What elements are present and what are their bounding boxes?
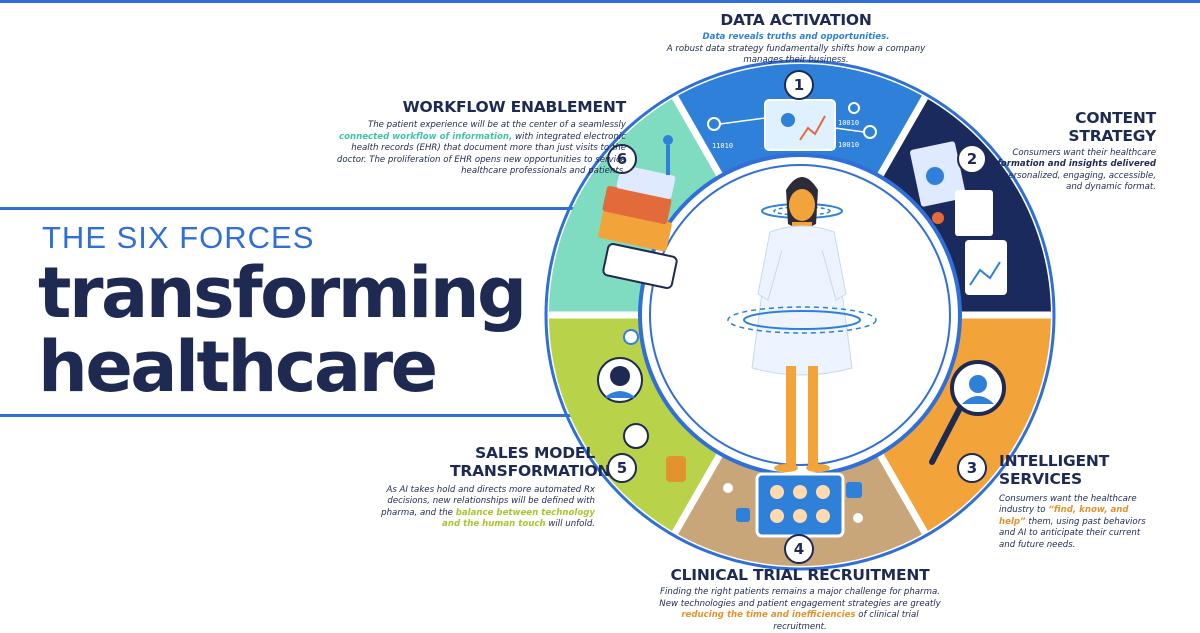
force-number-2: 2 (957, 144, 987, 174)
force-title: CONTENT STRATEGY (1068, 109, 1156, 146)
force-body: The patient experience will be at the ce… (336, 120, 626, 177)
force-intelligent-services: INTELLIGENT SERVICES Consumers want the … (999, 452, 1157, 551)
force-body: Data reveals truths and opportunities. A… (660, 32, 932, 67)
force-body: Consumers want the healthcare industry t… (999, 493, 1146, 550)
intelligent-services-illustration (929, 360, 1006, 465)
force-title: DATA ACTIVATION (720, 11, 872, 29)
force-content-strategy: CONTENT STRATEGY Consumers want their he… (984, 109, 1156, 194)
force-title: SALES MODEL TRANSFORMATION (450, 444, 611, 481)
svg-text:10010: 10010 (838, 141, 859, 149)
force-title: CLINICAL TRIAL RECRUITMENT (670, 566, 930, 584)
sales-model-illustration (597, 329, 686, 482)
svg-text:10010: 10010 (838, 119, 859, 127)
hero-title-line-1: transforming (38, 252, 527, 334)
divider-line-upper (0, 207, 600, 210)
force-data-activation: DATA ACTIVATION Data reveals truths and … (660, 11, 932, 67)
patient-figure (727, 177, 877, 472)
force-title: INTELLIGENT SERVICES (999, 452, 1110, 489)
workflow-illustration (598, 135, 678, 289)
force-description: A robust data strategy fundamentally shi… (666, 43, 926, 66)
force-body: As AI takes hold and directs more automa… (381, 484, 595, 530)
force-body: Consumers want their healthcare informat… (984, 147, 1156, 193)
svg-text:11010: 11010 (712, 142, 733, 150)
top-border-line (0, 0, 1200, 3)
content-strategy-illustration (910, 141, 1007, 295)
divider-line-lower (0, 414, 600, 417)
hero-kicker: THE SIX FORCES (42, 220, 315, 255)
force-clinical-trial-recruitment: CLINICAL TRIAL RECRUITMENT Finding the r… (655, 566, 945, 633)
force-subtitle: Data reveals truths and opportunities. (702, 32, 890, 43)
force-number-6: 6 (607, 144, 637, 174)
data-activation-illustration: 10010 11010 10010 (707, 99, 877, 151)
force-body: Finding the right patients remains a maj… (659, 587, 941, 632)
force-number-1: 1 (784, 70, 814, 100)
hero-title-line-2: healthcare (38, 326, 438, 408)
force-number-4: 4 (784, 534, 814, 564)
force-number-5: 5 (607, 453, 637, 483)
wheel-outer-ring (544, 59, 1056, 571)
force-workflow-enablement: WORKFLOW ENABLEMENT The patient experien… (330, 98, 626, 178)
force-title: WORKFLOW ENABLEMENT (402, 98, 627, 116)
force-sales-model-transformation: SALES MODEL TRANSFORMATION As AI takes h… (380, 444, 611, 531)
force-number-3: 3 (957, 453, 987, 483)
